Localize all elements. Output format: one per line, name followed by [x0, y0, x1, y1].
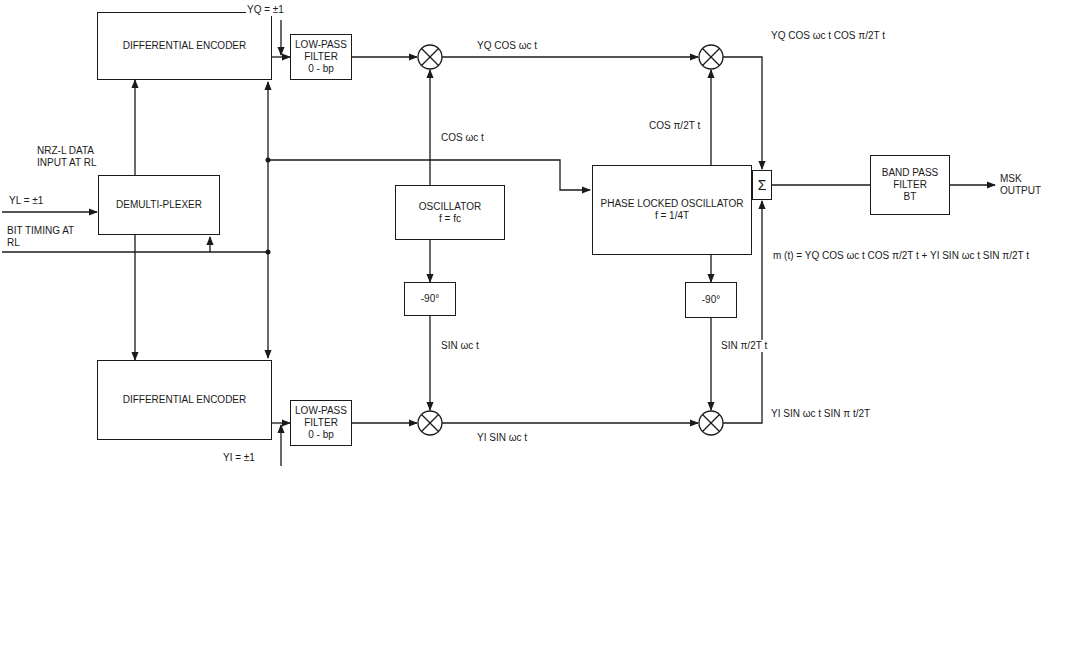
signal-connector — [772, 184, 870, 185]
signal-label: NRZ-L DATA INPUT AT RL — [36, 145, 116, 169]
box-label: BAND PASS FILTER — [875, 167, 945, 191]
demultiplexer-box: DEMULTI-PLEXER — [98, 175, 220, 235]
signal-connector — [272, 422, 290, 423]
signal-label: YL = ±1 — [8, 195, 44, 207]
signal-label: YQ = ±1 — [246, 4, 285, 16]
phase-shift-box: -90° — [404, 282, 456, 316]
signal-label: BIT TIMING AT RL — [6, 225, 84, 249]
box-label: -90° — [421, 293, 439, 305]
oscillator-box: PHASE LOCKED OSCILLATORf = 1/4T — [592, 165, 752, 255]
box-label: DEMULTI-PLEXER — [116, 199, 202, 211]
signal-wires — [2, 20, 995, 466]
signal-label: m (t) = YQ COS ωc t COS π/2T t + YI SIN … — [772, 250, 1074, 262]
encoder-box: DIFFERENTIAL ENCODER — [97, 360, 272, 440]
signal-label: YQ COS ωc t COS π/2T t — [770, 30, 886, 42]
box-label: f = 1/4T — [655, 210, 689, 222]
signal-connector — [272, 56, 290, 57]
signal-label: YI = ±1 — [222, 452, 256, 464]
filter-box: LOW-PASS FILTER0 - bp — [290, 34, 352, 80]
box-label: -90° — [702, 294, 720, 306]
signal-connector — [429, 240, 430, 282]
signal-label: SIN π/2T t — [720, 340, 768, 352]
encoder-box: DIFFERENTIAL ENCODER — [97, 12, 272, 80]
summer-box: Σ — [752, 170, 772, 200]
oscillator-box: OSCILLATORf = fc — [395, 185, 505, 240]
junction-dots — [266, 158, 271, 255]
signal-connector — [710, 255, 711, 282]
signal-label: YI SIN ωc t SIN π t/2T — [770, 408, 871, 420]
box-label: Σ — [758, 177, 767, 193]
signal-label: COS ωc t — [440, 132, 485, 144]
phase-shift-box: -90° — [685, 282, 737, 318]
filter-box: BAND PASS FILTERBT — [870, 155, 950, 215]
signal-label: COS π/2T t — [648, 120, 701, 132]
box-label: OSCILLATOR — [419, 201, 481, 213]
signal-connector — [134, 235, 135, 360]
box-label: DIFFERENTIAL ENCODER — [123, 40, 247, 52]
signal-label: SIN ωc t — [440, 340, 480, 352]
box-label: LOW-PASS FILTER — [295, 39, 347, 63]
box-label: 0 - bp — [308, 63, 334, 75]
box-label: PHASE LOCKED OSCILLATOR — [600, 198, 743, 210]
signal-label: YQ COS ωc t — [476, 40, 538, 52]
box-label: f = fc — [439, 213, 461, 225]
signal-label: YI SIN ωc t — [476, 432, 528, 444]
signal-connector — [134, 80, 135, 175]
box-label: DIFFERENTIAL ENCODER — [123, 394, 247, 406]
box-label: 0 - bp — [308, 429, 334, 441]
filter-box: LOW-PASS FILTER0 - bp — [290, 400, 352, 446]
box-label: LOW-PASS FILTER — [295, 405, 347, 429]
box-label: BT — [904, 191, 917, 203]
signal-label: MSK OUTPUT — [999, 173, 1051, 197]
